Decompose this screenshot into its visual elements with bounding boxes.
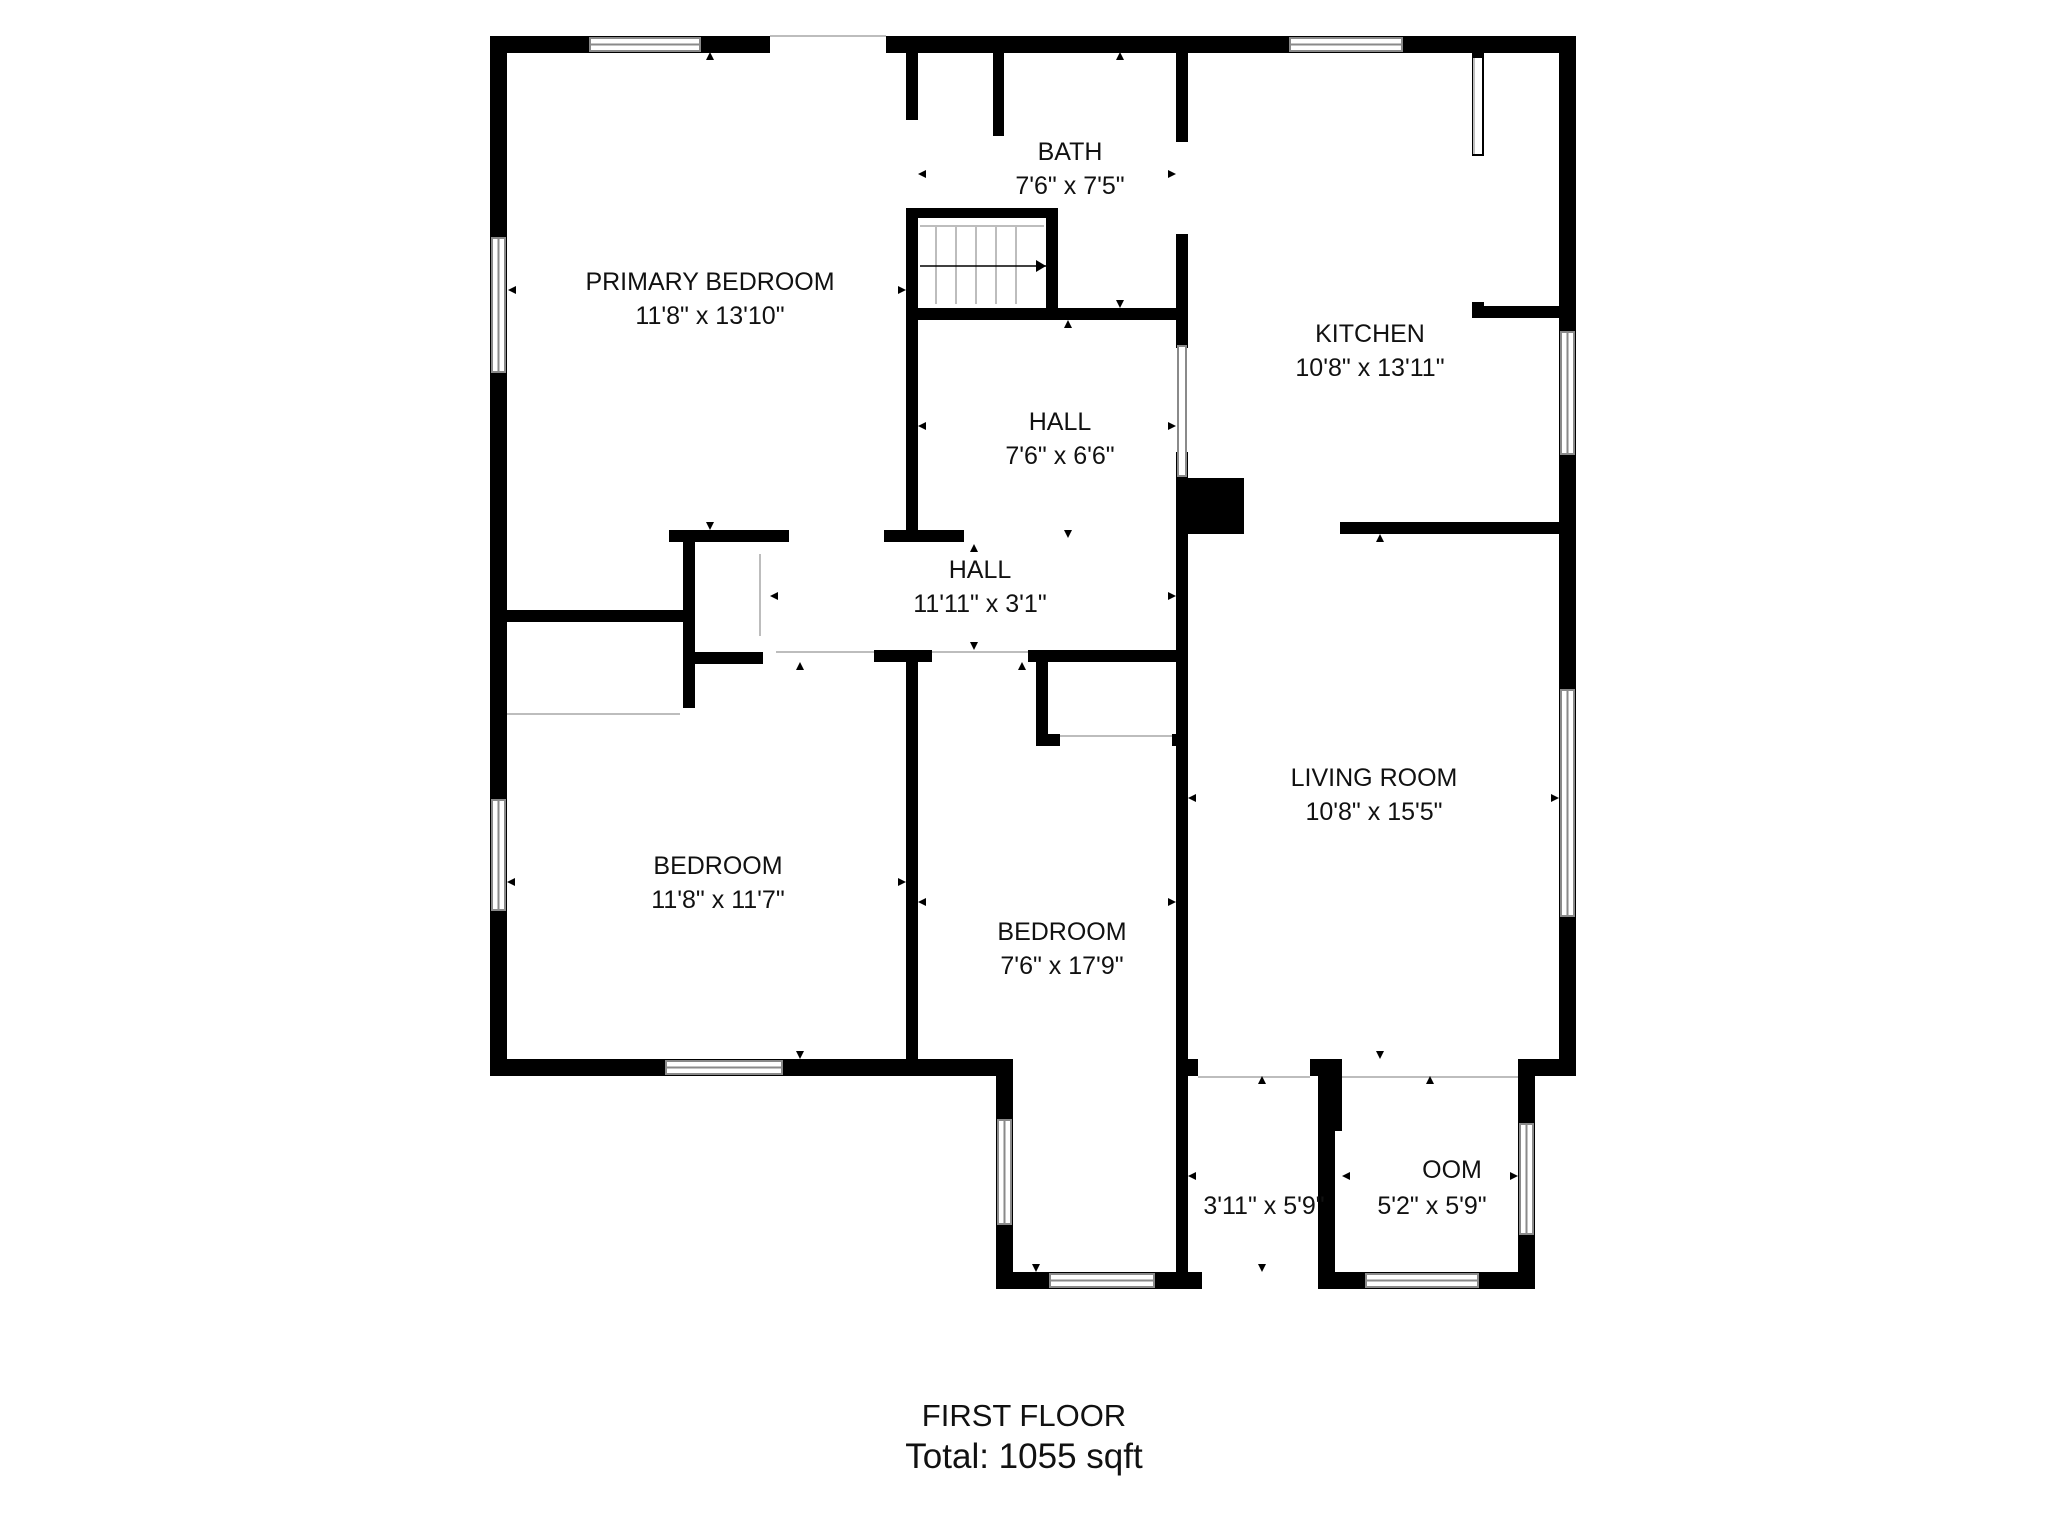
floor-total-area: Total: 1055 sqft xyxy=(905,1437,1143,1476)
room-name: HALL xyxy=(949,556,1012,584)
room-label-hall-upper: HALL 7'6" x 6'6" xyxy=(1005,408,1114,470)
room-name: BEDROOM xyxy=(997,918,1126,946)
room-name: KITCHEN xyxy=(1315,320,1425,348)
room-name: BEDROOM xyxy=(653,852,782,880)
room-label-bedroom-middle: BEDROOM 7'6" x 17'9" xyxy=(997,918,1126,980)
room-dimensions: 11'11" x 3'1" xyxy=(913,590,1046,618)
room-dimensions: 7'6" x 6'6" xyxy=(1005,442,1114,470)
interior-walls xyxy=(507,36,1576,1289)
room-label-hall-lower: HALL 11'11" x 3'1" xyxy=(913,556,1046,618)
room-label-kitchen: KITCHEN 10'8" x 13'11" xyxy=(1295,320,1444,382)
room-label-living-room: LIVING ROOM 10'8" x 15'5" xyxy=(1291,764,1458,826)
room-dimensions: 11'8" x 11'7" xyxy=(651,886,784,914)
room-dimensions: 5'2" x 5'9" xyxy=(1377,1192,1486,1220)
outer-walls xyxy=(490,36,1576,1289)
room-dimensions: 3'11" x 5'9" xyxy=(1203,1192,1324,1220)
room-name: LIVING ROOM xyxy=(1291,764,1458,792)
room-name: HALL xyxy=(1029,408,1092,436)
room-label-bedroom-left: BEDROOM 11'8" x 11'7" xyxy=(651,852,784,914)
room-name: BATH xyxy=(1038,138,1103,166)
stairs xyxy=(920,225,1046,304)
room-dimensions: 10'8" x 13'11" xyxy=(1295,354,1444,382)
dimension-ticks xyxy=(507,52,1559,1272)
room-label-primary-bedroom: PRIMARY BEDROOM 11'8" x 13'10" xyxy=(585,268,834,330)
room-name: OOM xyxy=(1422,1156,1482,1184)
windows xyxy=(491,37,1575,1288)
room-label-porch-left: 3'11" x 5'9" xyxy=(1203,1192,1324,1220)
room-dimensions: 7'6" x 17'9" xyxy=(1000,952,1123,980)
floor-label: FIRST FLOOR xyxy=(921,1398,1127,1433)
room-name: PRIMARY BEDROOM xyxy=(585,268,834,296)
room-dimensions: 11'8" x 13'10" xyxy=(635,302,784,330)
room-label-porch-right: OOM 5'2" x 5'9" xyxy=(1377,1156,1486,1220)
openings xyxy=(507,34,1518,1291)
room-dimensions: 7'6" x 7'5" xyxy=(1015,172,1124,200)
room-label-bath: BATH 7'6" x 7'5" xyxy=(1015,138,1124,200)
room-dimensions: 10'8" x 15'5" xyxy=(1305,798,1442,826)
